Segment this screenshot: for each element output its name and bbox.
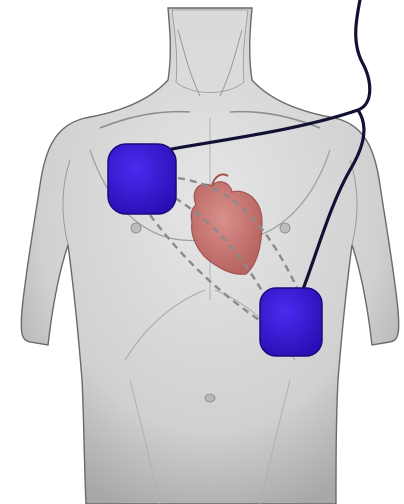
electrode-pad-upper [108,144,176,214]
electrode-pad-lower [260,288,322,356]
navel [205,394,215,402]
nipple-left [131,223,141,233]
neck [172,10,248,93]
nipple-right [280,223,290,233]
